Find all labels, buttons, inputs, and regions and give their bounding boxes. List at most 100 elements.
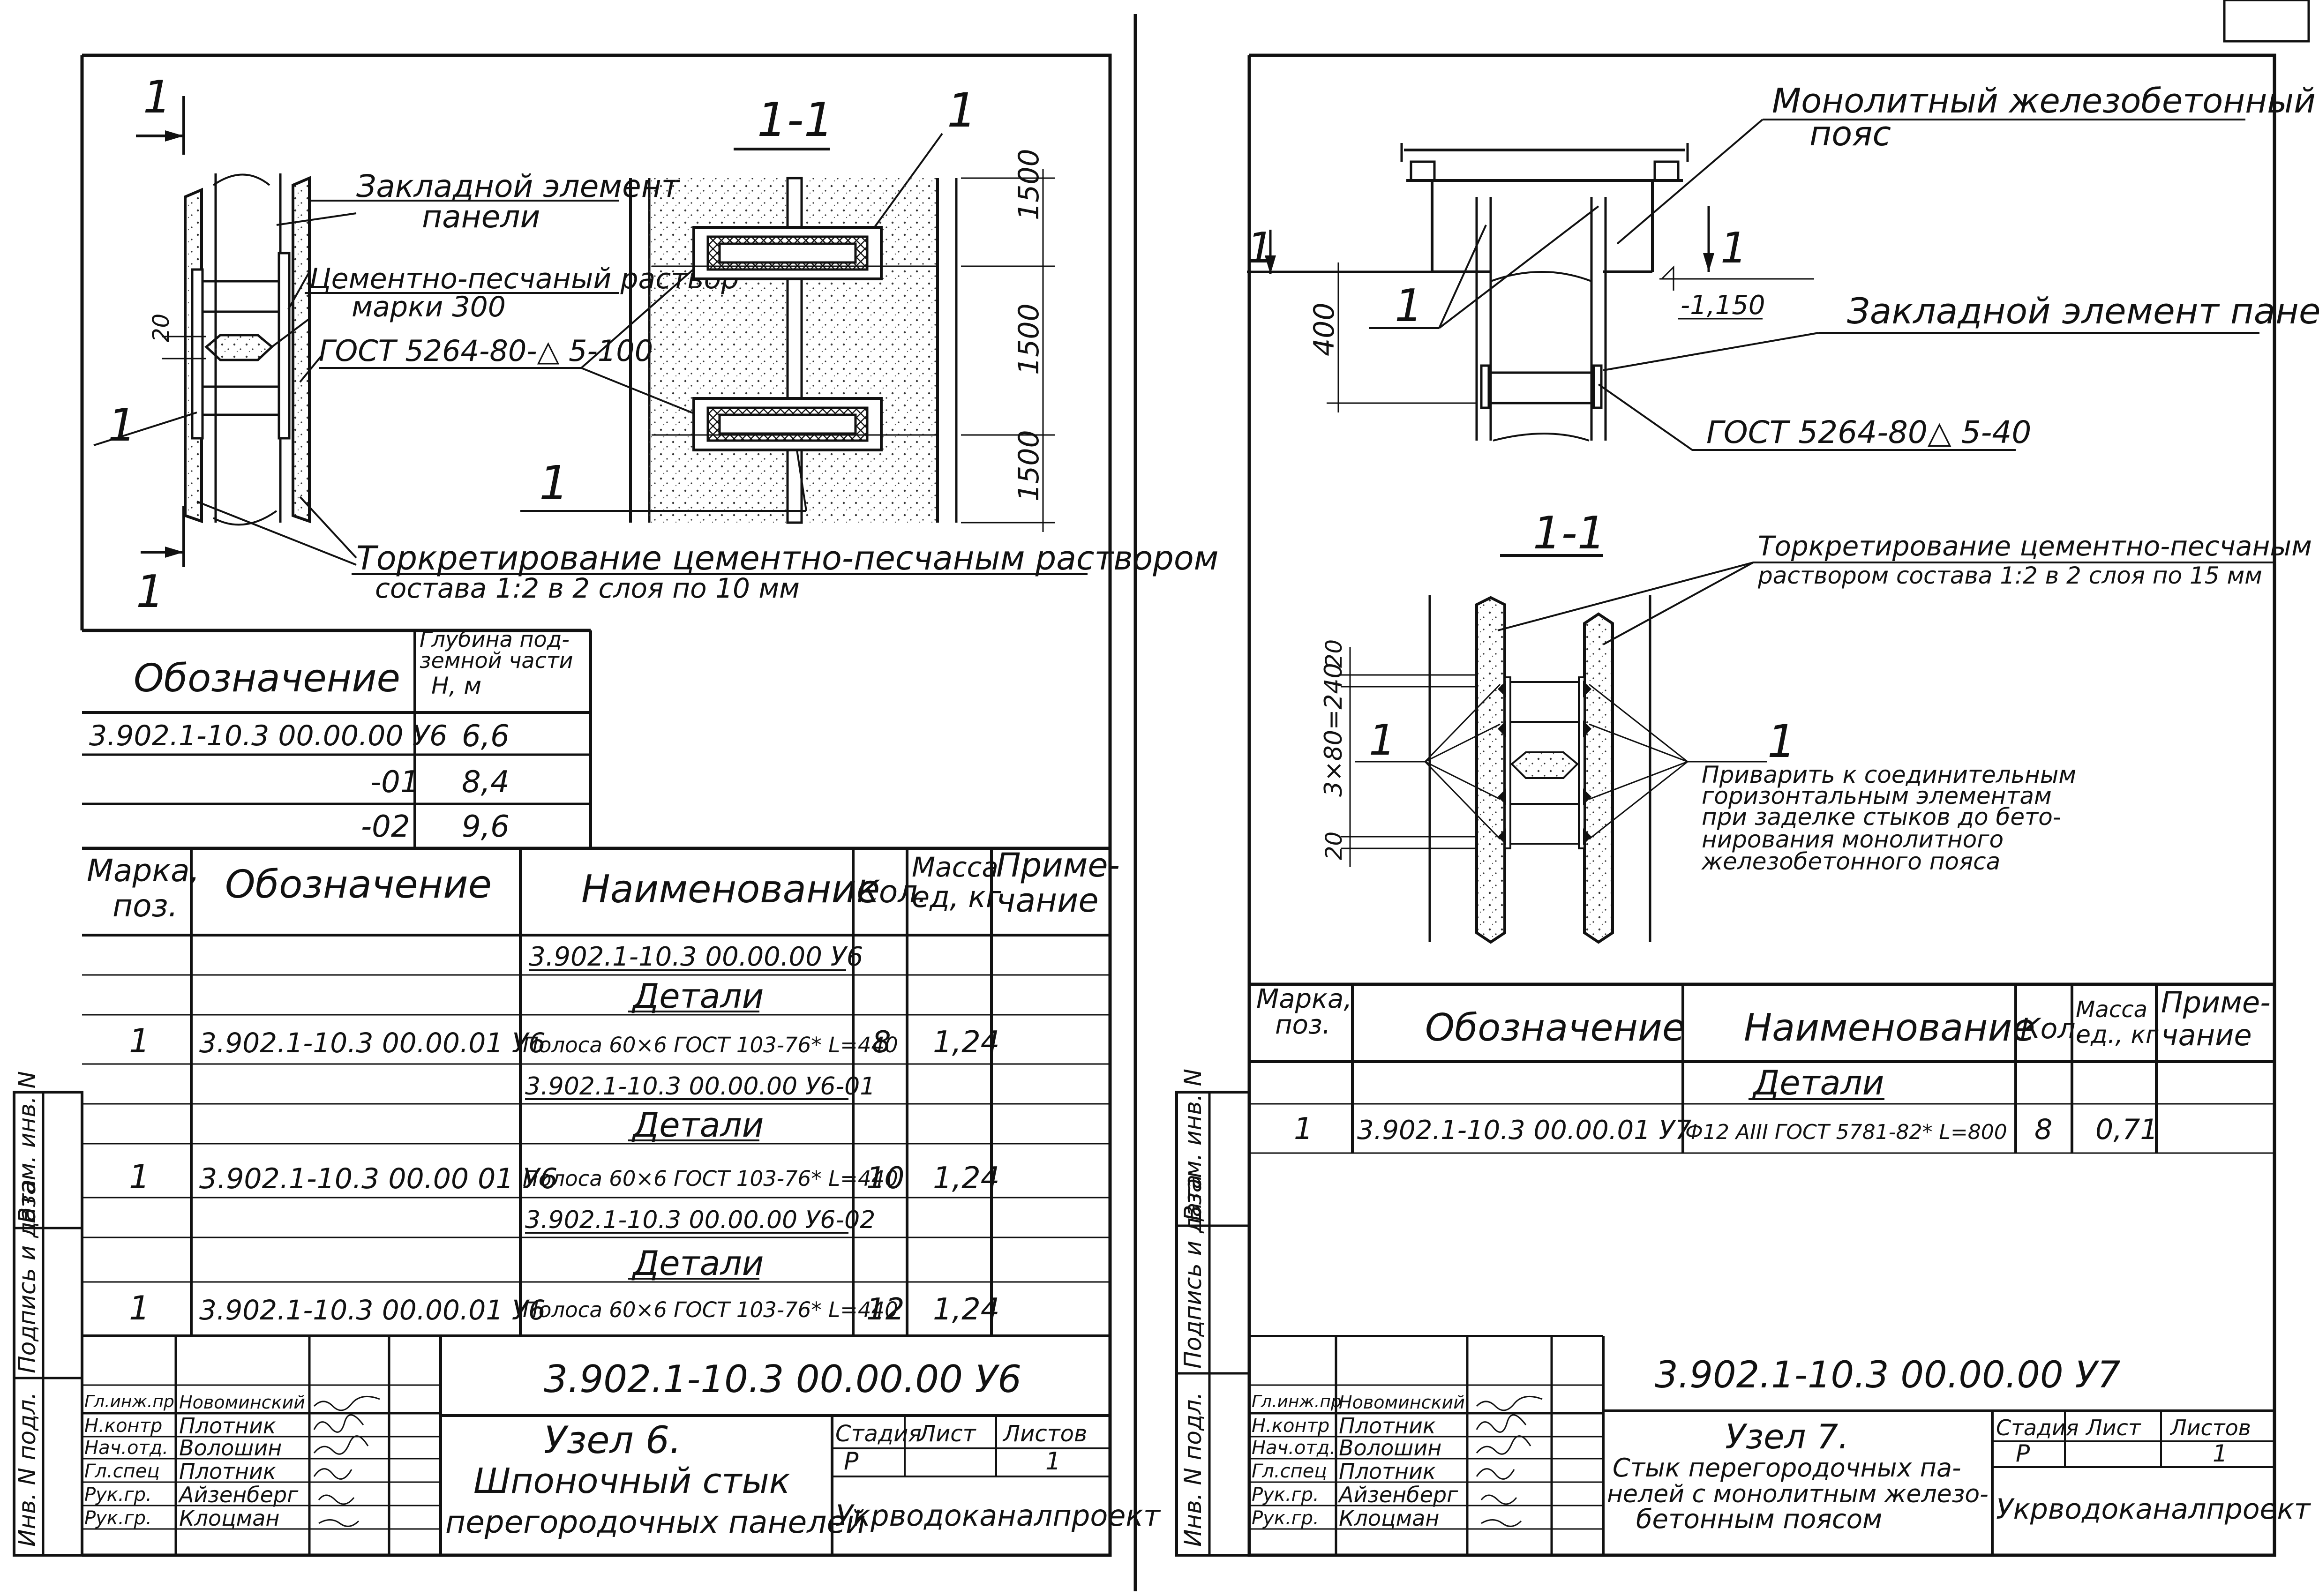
spec-row-designation: 3.902.1-10.3 00.00.01 У6 — [199, 1027, 546, 1059]
role-label: Рук.гр. — [84, 1507, 152, 1529]
note-line: при заделке стыков до бето- — [1702, 803, 2061, 831]
margin-replace: Взам. инв. N — [14, 1071, 41, 1223]
spec-row-name: Полоса 60×6 ГОСТ 103-76* L=440 — [523, 1166, 898, 1191]
section-mark-bottom: 1 — [136, 566, 164, 618]
person-name: Волошин — [179, 1435, 282, 1461]
spec-header-note: Приме- — [2161, 985, 2271, 1019]
left-section-1-1: 1-1 1 1500 150 — [520, 83, 1055, 532]
left-margin-strip: Инв. N подл. Подпись и дата Взам. инв. N — [13, 1071, 83, 1557]
label-embedded-line1: Закладной элемент — [356, 168, 681, 204]
title-line: нелей с монолитным железо- — [1607, 1480, 1989, 1508]
role-label: Рук.гр. — [1252, 1507, 1319, 1529]
spec-row-mark: 1 — [1294, 1112, 1313, 1146]
signatures — [313, 1395, 380, 1527]
title-code: 3.902.1-10.3 00.00.00 У7 — [1655, 1354, 2121, 1396]
sheets-value: 1 — [1045, 1447, 1061, 1476]
spec-row-designation: 3.902.1-10.3 00.00.01 У7 — [1357, 1115, 1692, 1146]
title-line: Шпоночный стык — [473, 1461, 790, 1501]
title-code: 3.902.1-10.3 00.00.00 У6 — [544, 1357, 1021, 1401]
spec-header-mark: поз. — [113, 888, 178, 924]
spec-header-qty: Кол. — [2020, 1012, 2085, 1045]
position-mark-left: 1 — [108, 400, 136, 451]
sheets-value: 1 — [2213, 1440, 2228, 1467]
label-weld: ГОСТ 5264-80-△ 5-100 — [319, 334, 653, 368]
org-name: Укрводоканалпроект — [1996, 1493, 2311, 1526]
right-frame — [1247, 53, 2276, 1557]
label-belt-line1: Монолитный железобетонный — [1772, 81, 2316, 120]
spec-row-name: Ф12 АIII ГОСТ 5781-82* L=800 — [1685, 1120, 2007, 1144]
label-torkret-line1: Торкретирование цементно-песчаным — [1758, 530, 2312, 562]
dim-gap: 20 — [148, 314, 174, 342]
depth-row-designation: -01 — [370, 765, 420, 800]
spec-row-name: Детали — [631, 1105, 764, 1145]
spec-row-name: 3.902.1-10.3 00.00.00 У6 — [529, 942, 863, 972]
margin-inv: Инв. N подл. — [14, 1392, 41, 1547]
margin-replace: Взам. инв. N — [1179, 1069, 1207, 1221]
right-title-block: 3.902.1-10.3 00.00.00 У7 Гл.инж.пр Н.кон… — [1249, 1335, 2311, 1555]
person-name: Новоминский — [179, 1392, 305, 1413]
right-detail-elevation: Монолитный железобетонный пояс — [1247, 81, 2319, 451]
person-name: Айзенберг — [178, 1482, 299, 1507]
note-position: 1 — [1767, 715, 1796, 768]
spec-header-mark: Марка, — [87, 853, 200, 889]
spec-row-name: Полоса 60×6 ГОСТ 103-76* L=440 — [523, 1297, 898, 1322]
spec-header-qty: Кол. — [857, 874, 927, 910]
role-label: Рук.гр. — [1252, 1484, 1319, 1506]
title-line: Узел 6. — [544, 1418, 681, 1462]
sheet-label: Лист — [918, 1421, 977, 1447]
spec-row-name: Детали — [1752, 1063, 1884, 1102]
spec-row-mark: 1 — [129, 1289, 150, 1327]
spec-header-name: Наименование — [581, 867, 880, 912]
title-line: бетонным поясом — [1636, 1504, 1882, 1535]
spec-header-mass: ед, кг — [912, 880, 1001, 914]
label-embedded-line2: панели — [422, 199, 540, 235]
org-name: Укрводоканалпроект — [835, 1499, 1161, 1533]
spec-row-name: 3.902.1-10.3 00.00.00 У6-01 — [525, 1072, 875, 1101]
note-line: железобетонного пояса — [1701, 848, 2000, 875]
spec-row-mass: 1,24 — [933, 1025, 1000, 1060]
role-label: Нач.отд. — [1252, 1437, 1336, 1459]
spec-header-mass: Масса — [912, 851, 998, 883]
right-margin-strip: Инв. N подл. Подпись и дата Взам. инв. N — [1175, 1069, 1251, 1557]
person-name: Плотник — [1339, 1413, 1436, 1439]
stage-value: Р — [2016, 1440, 2030, 1467]
spec-row-qty: 8 — [872, 1025, 891, 1060]
spec-row-qty: 12 — [866, 1292, 904, 1327]
left-detail-side-view: 1 1 20 1 — [93, 72, 357, 618]
depth-row-designation: 3.902.1-10.3 00.00.00 У6 — [89, 719, 447, 752]
depth-header-line3: Н, м — [431, 672, 481, 699]
spec-header-mass: ед., кг — [2076, 1021, 2159, 1049]
title-line: перегородочных панелей — [445, 1504, 866, 1540]
dim-20-bottom: 20 — [1321, 832, 1347, 860]
spec-row-name: Детали — [631, 976, 764, 1016]
position-mark: 1 — [1395, 280, 1423, 332]
note-line: горизонтальным элементам — [1702, 782, 2052, 809]
spec-header-note: Приме- — [996, 846, 1120, 884]
left-sheet: 1 1 20 1 — [13, 53, 1218, 1557]
position-mark-top: 1 — [947, 83, 977, 138]
sheet-label: Лист — [2085, 1415, 2141, 1440]
person-name: Плотник — [179, 1459, 276, 1484]
section-title: 1-1 — [1533, 508, 1606, 559]
spec-header-mark: Марка, — [1256, 984, 1352, 1014]
spec-row-mass: 0,71 — [2095, 1113, 2158, 1146]
depth-row-value: 8,4 — [462, 765, 510, 800]
sheets-label: Листов — [2169, 1415, 2251, 1440]
label-embedded: Закладной элемент панели — [1847, 290, 2319, 332]
depth-header-line2: земной части — [420, 648, 573, 673]
label-torkret-line2: раствором состава 1:2 в 2 слоя по 15 мм — [1757, 562, 2262, 589]
dim-1500-b: 1500 — [1013, 303, 1045, 375]
section-mark-left: 1 — [1247, 224, 1274, 273]
spec-row-designation: 3.902.1-10.3 00.00 01 У6 — [199, 1162, 557, 1195]
spec-row-name: Детали — [631, 1244, 764, 1283]
spec-row-mass: 1,24 — [933, 1292, 1000, 1327]
sheets-label: Листов — [1002, 1421, 1087, 1447]
margin-signature: Подпись и дата — [14, 1179, 41, 1373]
role-label: Гл.спец — [1252, 1461, 1327, 1482]
spec-header-mark: поз. — [1275, 1010, 1330, 1040]
spec-row-qty: 8 — [2034, 1113, 2052, 1146]
spec-row-mark: 1 — [129, 1158, 150, 1196]
stage-label: Стадия — [1996, 1415, 2079, 1440]
corner-mark — [2223, 0, 2310, 43]
